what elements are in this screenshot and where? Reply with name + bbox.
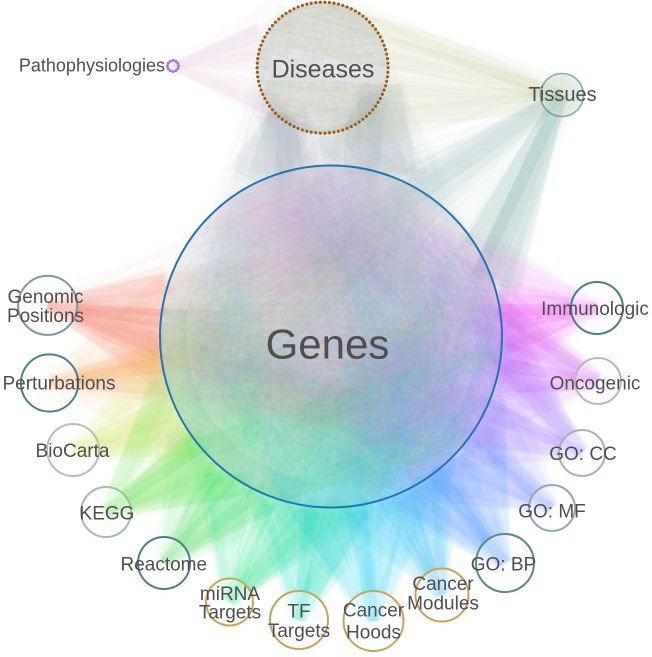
svg-text:BioCarta: BioCarta [36,441,110,462]
svg-text:Positions: Positions [7,306,84,327]
svg-text:Perturbations: Perturbations [2,373,115,394]
svg-text:KEGG: KEGG [80,504,135,525]
svg-text:Immunologic: Immunologic [541,299,649,320]
svg-text:TF: TF [287,601,310,622]
svg-text:miRNA: miRNA [200,584,260,605]
svg-text:Hoods: Hoods [346,622,401,643]
svg-text:Targets: Targets [199,603,261,624]
svg-text:Targets: Targets [268,621,330,642]
svg-text:Diseases: Diseases [272,56,375,84]
svg-text:GO: MF: GO: MF [518,501,586,522]
svg-text:Cancer: Cancer [412,574,474,595]
svg-text:GO: BP: GO: BP [471,555,536,576]
svg-text:GO: CC: GO: CC [549,444,617,465]
svg-text:Genes: Genes [266,321,390,368]
svg-text:Cancer: Cancer [343,601,405,622]
svg-text:Tissues: Tissues [528,84,596,106]
svg-text:Reactome: Reactome [120,555,207,576]
svg-text:Genomic: Genomic [7,287,83,308]
svg-text:Modules: Modules [407,594,479,615]
svg-text:Oncogenic: Oncogenic [550,373,641,394]
svg-text:Pathophysiologies: Pathophysiologies [19,56,165,76]
